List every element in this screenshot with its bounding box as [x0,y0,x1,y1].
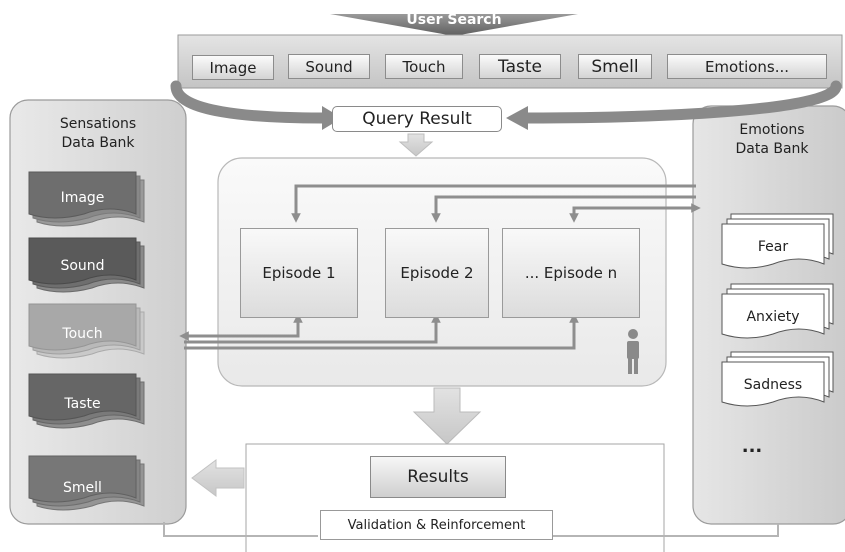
sensation-stacks [28,171,145,511]
top-line-middle [431,195,696,223]
results-down-arrow [412,387,482,445]
query-result-box: Query Result [332,106,502,132]
stack-image [28,171,145,227]
modality-taste-button[interactable]: Taste [479,54,561,79]
modality-image-button[interactable]: Image [192,55,274,80]
emotion-sadness-label: Sadness [743,377,803,393]
episode-2-box[interactable]: Episode 2 [385,228,489,318]
stack-fear [721,213,834,269]
stack-smell [28,455,145,511]
emotions-bank-title: Emotions Data Bank [735,122,809,157]
feedback-line-right [553,524,779,537]
modality-smell-button[interactable]: Smell [578,54,652,79]
results-left-arrow [191,459,245,497]
modality-sound-button[interactable]: Sound [288,54,370,79]
person-icon [627,329,639,374]
stack-sadness [721,351,834,407]
curved-arrow-left [170,80,328,124]
top-line-inner [569,206,696,223]
modality-touch-button[interactable]: Touch [385,54,463,79]
stack-sound [28,237,145,293]
query-down-arrow [398,133,434,157]
stack-touch [28,303,145,359]
bottom-line-2 [184,313,441,344]
bottom-line-1 [179,313,303,341]
feedback-line-left [163,522,318,537]
stack-anxiety [721,283,834,339]
emotions-more-label: ... [741,435,763,457]
user-search-label: User Search [406,12,502,28]
sensations-bank-title: Sensations Data Bank [59,116,137,151]
curved-arrow-right-head [506,106,528,130]
sensation-image-label: Image [60,190,105,206]
results-box[interactable]: Results [370,456,506,498]
sensation-touch-label: Touch [62,326,103,342]
modality-emotions-button[interactable]: Emotions... [667,54,827,79]
stack-taste [28,373,145,429]
user-search-arrow [330,14,578,36]
sensation-sound-label: Sound [60,258,105,274]
emotion-anxiety-label: Anxiety [746,309,800,325]
episode-1-box[interactable]: Episode 1 [240,228,358,318]
validation-reinforcement-box: Validation & Reinforcement [320,510,553,540]
emotion-fear-label: Fear [757,239,789,255]
emotion-stacks [721,213,834,407]
sensation-smell-label: Smell [63,480,102,496]
curved-arrow-right [522,80,842,124]
episode-n-box[interactable]: ... Episode n [502,228,640,318]
top-line-cap [668,184,696,208]
top-line-outer [291,184,696,223]
sensation-taste-label: Taste [64,396,101,412]
bottom-line-3 [184,313,579,350]
